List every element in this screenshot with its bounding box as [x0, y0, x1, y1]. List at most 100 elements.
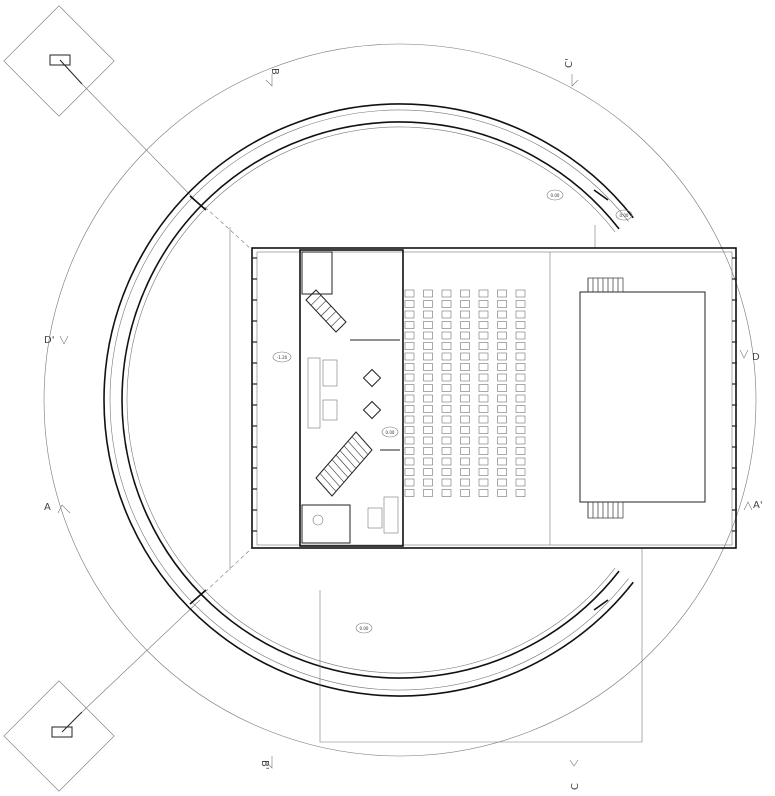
seat [423, 457, 433, 466]
seat [460, 373, 470, 382]
stair-tread [351, 436, 369, 455]
shell-cap [593, 599, 609, 611]
seat [497, 321, 507, 329]
seat [497, 436, 507, 445]
seat [515, 300, 526, 308]
seat [460, 300, 470, 308]
seat [441, 405, 452, 413]
pylon-top-left [3, 5, 201, 206]
seat [515, 384, 526, 392]
stair-tread [330, 316, 342, 327]
section-marker-c-top: C' [564, 58, 579, 87]
section-marker-b-top: B [265, 68, 280, 87]
seat [515, 478, 526, 487]
seat [515, 352, 526, 361]
level-tag: 0.00 [381, 426, 399, 438]
stage [579, 291, 706, 503]
seat [460, 331, 470, 340]
stair-tread [327, 464, 345, 483]
display-case [362, 400, 382, 420]
seat [404, 300, 415, 308]
seat [460, 310, 470, 319]
seat [478, 426, 489, 434]
seat [423, 300, 433, 308]
seat [441, 373, 452, 382]
shell-joint [189, 589, 207, 605]
seat [497, 489, 507, 497]
seat [441, 468, 452, 476]
seat [478, 447, 489, 455]
section-marker-a-right: A' [743, 500, 763, 511]
seat [404, 289, 415, 298]
seat [497, 394, 507, 403]
seat [404, 489, 415, 497]
sofa [383, 496, 399, 534]
stair-tread [343, 445, 361, 464]
svg-text:0.00: 0.00 [620, 213, 629, 218]
section-marker-d-right: D [739, 349, 760, 363]
seat [404, 405, 415, 413]
seat [404, 321, 415, 329]
seat [460, 426, 470, 434]
stair-tread [323, 468, 341, 487]
building-inner-wall [256, 251, 733, 546]
shell-cap [593, 189, 609, 201]
section-marker-c-bottom: C [569, 759, 581, 790]
seat [478, 310, 489, 319]
shell-joint [189, 195, 207, 211]
seat [497, 342, 507, 350]
seat [478, 331, 489, 340]
seat [515, 436, 526, 445]
seat [515, 447, 526, 455]
svg-text:B': B' [259, 760, 270, 770]
seat [441, 394, 452, 403]
svg-text:-1.20: -1.20 [277, 355, 288, 360]
seat [441, 384, 452, 392]
seat [423, 468, 433, 476]
seat [404, 415, 415, 424]
section-marker-b-bottom: B' [259, 756, 273, 770]
seat [497, 468, 507, 476]
seat [497, 478, 507, 487]
seat [478, 373, 489, 382]
seat [441, 321, 452, 329]
seat [441, 342, 452, 350]
seat [404, 426, 415, 434]
table [322, 399, 338, 421]
svg-text:C: C [570, 783, 581, 790]
shell-arc [103, 103, 634, 697]
seat [441, 352, 452, 361]
seat [423, 310, 433, 319]
seat [515, 289, 526, 298]
seat [515, 342, 526, 350]
seat [478, 436, 489, 445]
seat [478, 468, 489, 476]
seat [515, 415, 526, 424]
seat [497, 331, 507, 340]
seat [478, 352, 489, 361]
svg-text:0.00: 0.00 [360, 626, 369, 631]
seat [441, 478, 452, 487]
seat [515, 310, 526, 319]
seat [423, 321, 433, 329]
seat [441, 447, 452, 455]
shell-arc [121, 121, 620, 679]
seat [478, 489, 489, 497]
stair-tread [335, 454, 353, 474]
svg-text:A': A' [753, 500, 763, 511]
seat [441, 415, 452, 424]
plaza-outline [319, 548, 643, 743]
seat [497, 384, 507, 392]
restroom [301, 251, 333, 295]
seat [515, 331, 526, 340]
seat [404, 447, 415, 455]
seat [423, 331, 433, 340]
building-outline [251, 247, 737, 549]
seat [478, 405, 489, 413]
seat [404, 363, 415, 371]
stair-tread [310, 295, 322, 306]
seat [404, 478, 415, 487]
seat [515, 363, 526, 371]
svg-text:0.00: 0.00 [386, 430, 395, 435]
